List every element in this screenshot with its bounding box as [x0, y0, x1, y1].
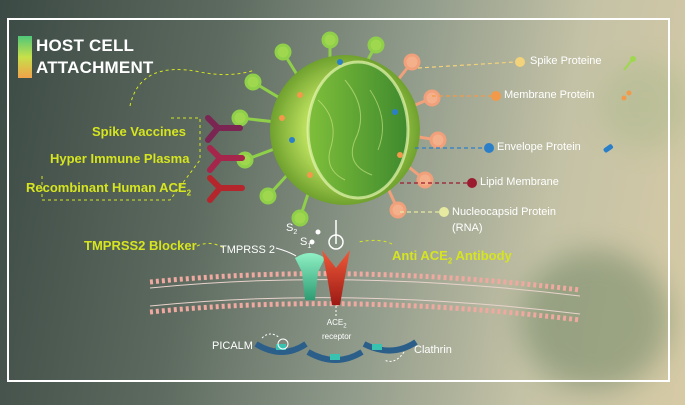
- tmprss2-blocker-label: TMPRSS2 Blocker: [84, 238, 197, 253]
- lipid-membrane-label: Lipid Membrane: [480, 176, 559, 188]
- membrane-legend-dot: [491, 91, 501, 101]
- nucleocapsid-legend-dot: [439, 207, 449, 217]
- title-line-2: ATTACHMENT: [36, 58, 154, 77]
- surface-proteins: [279, 59, 403, 178]
- spike-binding-site: [328, 234, 344, 250]
- spike-vaccines-label: Spike Vaccines: [92, 124, 186, 139]
- spike-proteine-label: Spike Proteine: [530, 55, 602, 67]
- envelope-legend-dot: [484, 143, 494, 153]
- antibody-spike-vaccines: [205, 115, 243, 143]
- picalm-label: PICALM: [212, 340, 253, 352]
- antibody-recombinant-ace2: [207, 175, 245, 203]
- antibody-hyper-immune-plasma: [207, 145, 245, 173]
- hyper-immune-plasma-label: Hyper Immune Plasma: [50, 151, 190, 166]
- clathrin-label: Clathrin: [414, 344, 452, 356]
- clathrin-pits: [254, 338, 418, 363]
- picalm-arrow: [261, 333, 281, 339]
- membrane-protein-label: Membrane Protein: [504, 89, 595, 101]
- title-color-bar: [18, 36, 32, 78]
- spike-legend-dot: [515, 57, 525, 67]
- legend-leaders: [400, 61, 516, 213]
- tmprss2-receptor: [295, 253, 325, 300]
- nucleocapsid-protein-label: Nucleocapsid Protein: [452, 206, 556, 218]
- therapies-bracket: [41, 117, 201, 201]
- background-blur-green: [520, 250, 670, 390]
- membrane-protein-icon: [621, 90, 632, 101]
- spike-protein-icon: [623, 56, 636, 71]
- virus-cross-section: [308, 62, 408, 198]
- anti-ace2-antibody-label: Anti ACE2 Antibody: [392, 248, 512, 266]
- clathrin-arrow: [383, 351, 405, 362]
- s2-label: S2: [286, 222, 298, 237]
- virus-spikes: [231, 31, 447, 227]
- envelope-protein-label: Envelope Protein: [497, 141, 581, 153]
- title-arrow: [129, 69, 256, 107]
- tmprss2-blocker-arrow: [196, 242, 225, 249]
- background-blur-light: [600, 60, 685, 150]
- recombinant-ace2-label: Recombinant Human ACE2: [26, 180, 192, 198]
- lipid-legend-dot: [467, 178, 477, 188]
- envelope-protein-icon: [603, 144, 614, 153]
- ace2-receptor: [322, 250, 350, 305]
- tmprss2-pointer: [275, 247, 297, 257]
- rna-strands: [317, 79, 383, 181]
- anti-ace2-arrow: [357, 239, 393, 245]
- cell-membrane: [149, 271, 581, 323]
- tmprss2-label: TMPRSS 2: [220, 244, 276, 256]
- outer-frame: [7, 18, 670, 382]
- title-line-1: HOST CELL: [36, 36, 135, 55]
- nucleocapsid-rna-label: (RNA): [452, 222, 483, 234]
- s1-label: S1: [300, 236, 312, 251]
